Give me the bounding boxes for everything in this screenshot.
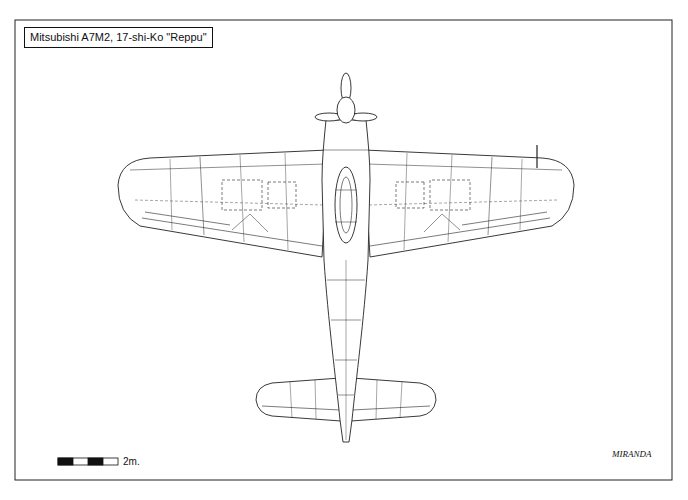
title-box: Mitsubishi A7M2, 17-shi-Ko "Reppu" xyxy=(24,27,213,48)
spinner xyxy=(337,97,355,123)
sheet-frame xyxy=(15,20,672,480)
wing-half xyxy=(118,150,341,421)
scale-label: 2m. xyxy=(123,456,140,467)
airframe xyxy=(118,73,574,442)
fuselage xyxy=(322,120,370,442)
signature: MIRANDA xyxy=(612,449,652,459)
canopy xyxy=(335,167,357,243)
scale-bar xyxy=(58,458,118,465)
title-text: Mitsubishi A7M2, 17-shi-Ko "Reppu" xyxy=(30,31,207,44)
